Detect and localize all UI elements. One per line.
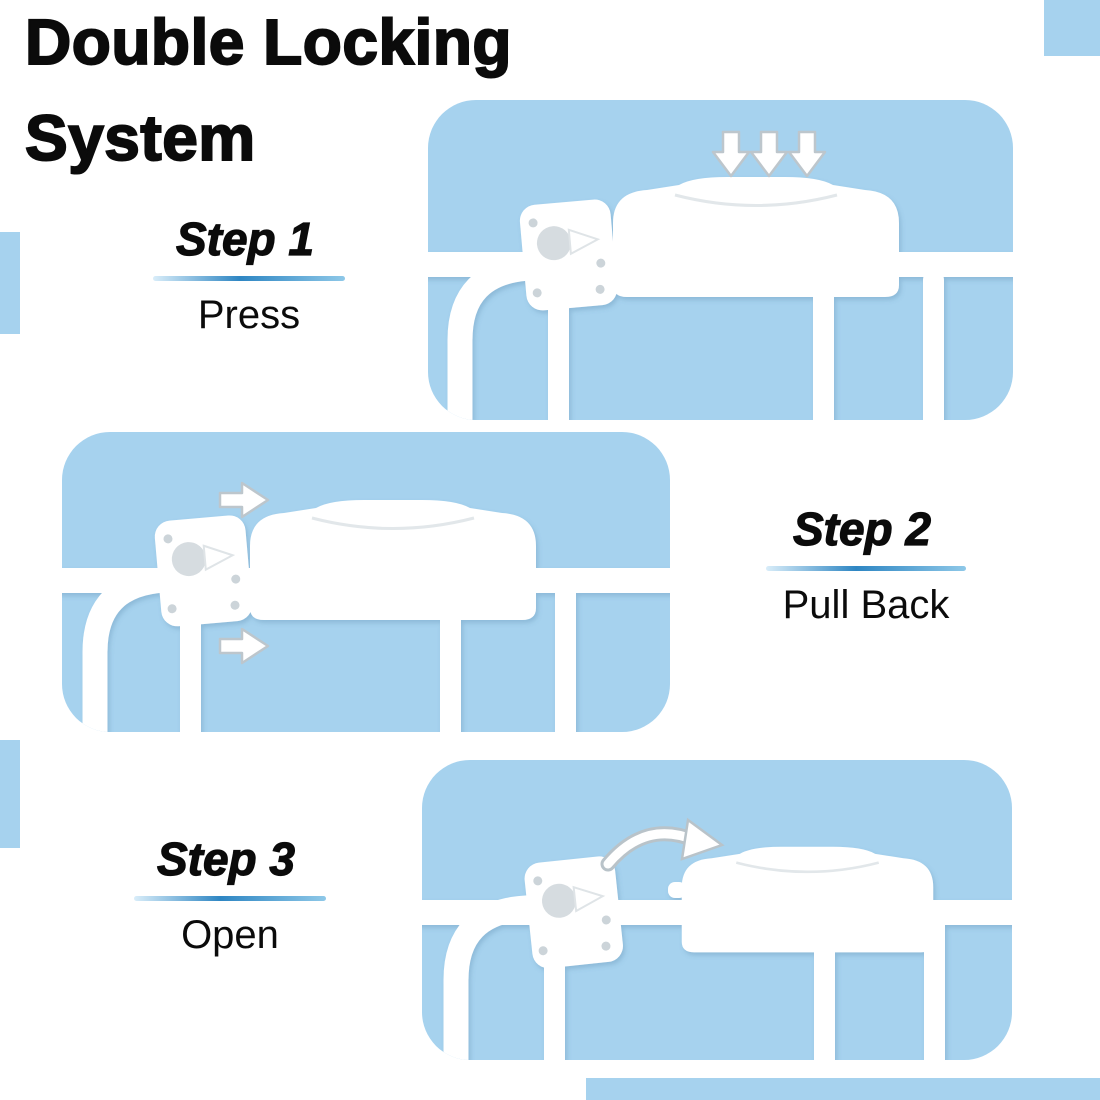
- step-2-gate-illustration: [62, 481, 670, 732]
- step-1-action: Press: [197, 293, 301, 337]
- gate-handle: [248, 498, 538, 622]
- step-3-action: Open: [181, 913, 279, 957]
- step-3-gate-illustration: [422, 817, 1012, 1060]
- step-2-illustration-panel: [62, 432, 670, 732]
- gate-handle: [680, 845, 935, 954]
- step-3-underline: [134, 896, 326, 901]
- edge-accent-left-lower: [0, 740, 20, 848]
- lock-box: [517, 197, 620, 313]
- press-down-arrows-icon: [711, 130, 827, 178]
- step-1-underline: [153, 276, 345, 281]
- lock-box: [521, 853, 626, 971]
- step-2-underline: [766, 566, 966, 571]
- edge-accent-bottom: [586, 1078, 1100, 1100]
- gate-bar: [923, 270, 944, 420]
- step-3-label-block: Step 3 Open: [134, 832, 326, 958]
- step-2-title: Step 2: [792, 502, 932, 555]
- step-1-gate-illustration: [428, 130, 1013, 420]
- step-3-title: Step 3: [156, 832, 296, 885]
- step-1-title: Step 1: [175, 212, 315, 265]
- step-2-label-block: Step 2 Pull Back: [766, 502, 966, 628]
- handle-pin: [668, 882, 686, 898]
- step-2-action: Pull Back: [782, 583, 950, 627]
- step-1-label-block: Step 1 Press: [153, 212, 345, 338]
- title-line-2: System: [24, 101, 256, 175]
- step-1-illustration-panel: [428, 100, 1013, 420]
- gate-handle: [611, 175, 901, 299]
- open-swing-arrow-icon: [600, 817, 725, 872]
- corner-accent-top-right: [1044, 0, 1100, 56]
- gate-bar: [813, 270, 834, 420]
- page-title: Double Locking System: [24, 0, 513, 186]
- edge-accent-left-upper: [0, 232, 20, 334]
- step-3-illustration-panel: [422, 760, 1012, 1060]
- gate-bar: [555, 582, 576, 732]
- title-line-1: Double Locking: [24, 5, 513, 79]
- lock-box: [152, 513, 255, 629]
